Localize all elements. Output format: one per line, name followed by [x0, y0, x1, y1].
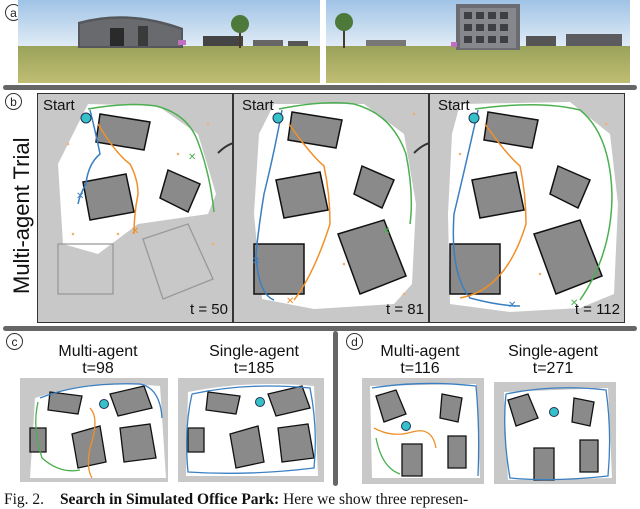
svg-text:✕: ✕ — [508, 300, 516, 311]
panel-letter-b: b — [5, 93, 22, 110]
caption-text: Here we show three represen- — [279, 491, 468, 508]
c-single-title: Single-agent t=185 — [176, 343, 332, 377]
d-single-time: t=271 — [486, 360, 620, 377]
map-c-single — [178, 378, 324, 482]
scene-view-right — [326, 0, 630, 83]
start-label-t50: Start — [43, 97, 75, 114]
d-multi-time: t=116 — [356, 360, 484, 377]
time-label-t50: t = 50 — [190, 301, 228, 318]
svg-text:✕: ✕ — [252, 256, 260, 267]
caption-prefix: Fig. 2. — [4, 491, 44, 508]
svg-text:✕: ✕ — [188, 152, 196, 163]
start-label-t81: Start — [242, 97, 274, 114]
c-multi-title-text: Multi-agent — [18, 343, 178, 360]
c-single-title-text: Single-agent — [176, 343, 332, 360]
d-multi-title-text: Multi-agent — [356, 343, 484, 360]
row-title-multi-agent-trial: Multi-agent Trial — [9, 137, 35, 294]
scene-view-left — [18, 0, 320, 83]
map-t112: ✕ ✕ Start t = 112 — [429, 93, 625, 323]
map-c-multi — [20, 378, 168, 482]
c-multi-title: Multi-agent t=98 — [18, 343, 178, 377]
map-t81: ✕ ✕ ✕ Start t = 81 — [233, 93, 429, 323]
svg-text:✕: ✕ — [382, 226, 390, 237]
d-single-title-text: Single-agent — [486, 343, 620, 360]
divider-middle — [3, 326, 637, 331]
map-d-multi — [362, 378, 484, 484]
time-label-t112: t = 112 — [575, 301, 620, 318]
caption-bold: Search in Simulated Office Park: — [60, 491, 279, 508]
divider-vertical — [333, 331, 338, 486]
svg-text:✕: ✕ — [131, 226, 139, 237]
c-single-time: t=185 — [176, 360, 332, 377]
divider-top — [3, 85, 637, 90]
svg-text:✕: ✕ — [286, 296, 294, 307]
time-label-t81: t = 81 — [386, 301, 424, 318]
d-multi-title: Multi-agent t=116 — [356, 343, 484, 377]
c-multi-time: t=98 — [18, 360, 178, 377]
map-d-single — [494, 382, 616, 484]
d-single-title: Single-agent t=271 — [486, 343, 620, 377]
svg-text:✕: ✕ — [76, 191, 84, 202]
map-t50: ✕ ✕ ✕ Start t = 50 — [37, 93, 233, 323]
figure-caption: Fig. 2. Search in Simulated Office Park:… — [4, 491, 640, 509]
start-label-t112: Start — [438, 97, 470, 114]
